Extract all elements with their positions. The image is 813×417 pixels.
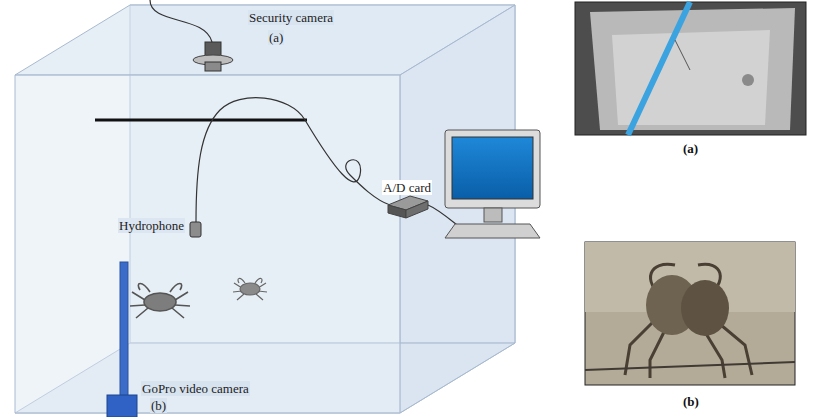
photo-crab-legs	[625, 264, 752, 378]
photo-caption: (b)	[682, 394, 700, 409]
photo-tank-wall	[590, 8, 795, 130]
crab-legs	[130, 292, 190, 318]
photo-security-view	[575, 2, 806, 135]
camera-cable	[150, 0, 212, 42]
monitor-frame	[445, 130, 540, 208]
hydrophone	[190, 222, 201, 237]
photo-blue-pole	[628, 2, 690, 135]
security-camera	[205, 42, 221, 56]
callout-letter: (b)	[150, 398, 167, 413]
photo-rod	[585, 362, 795, 370]
monitor-screen	[452, 137, 533, 199]
callout-letter: (a)	[268, 30, 284, 45]
support-bar	[95, 119, 307, 122]
part-label: GoPro video camera	[141, 381, 250, 396]
photo-cable	[675, 40, 690, 70]
ad-card	[406, 201, 428, 218]
crab-legs	[233, 283, 267, 300]
security-camera	[205, 62, 221, 71]
part-label: A/D card	[382, 180, 432, 195]
gopro-pole	[120, 262, 128, 397]
photo-hydrophone	[742, 74, 754, 86]
photo-crabs	[585, 242, 795, 385]
crab	[233, 278, 267, 300]
crab-body	[240, 283, 260, 295]
crab-body	[144, 293, 176, 311]
monitor-stand	[484, 208, 502, 222]
photo-crab-body	[681, 280, 729, 336]
crab	[130, 284, 190, 319]
keyboard-base	[445, 224, 540, 238]
gopro-camera	[107, 395, 137, 417]
hydrophone-cable	[196, 98, 390, 222]
ad-card	[388, 205, 406, 218]
tank-front-face	[15, 75, 400, 413]
crab-claws	[238, 278, 262, 283]
part-label: Hydrophone	[118, 218, 185, 233]
part-label: Security camera	[248, 10, 334, 25]
crab-claws	[138, 284, 181, 293]
photo-crab-legs	[625, 320, 752, 378]
photo-caption: (a)	[682, 141, 699, 156]
photo-tank-floor	[612, 30, 770, 125]
